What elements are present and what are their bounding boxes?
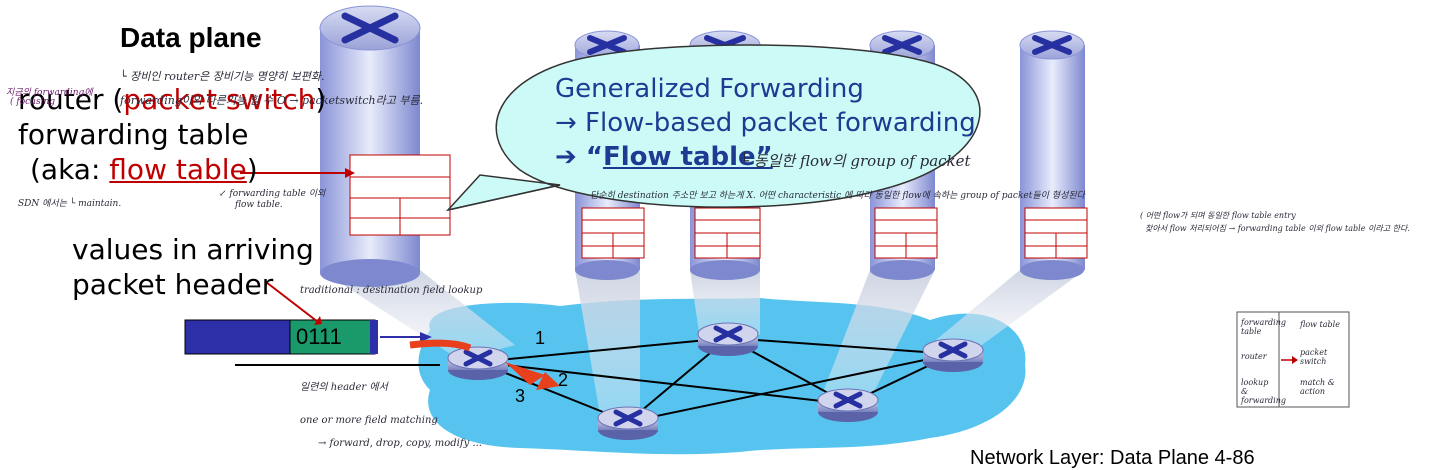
footer-text: Network Layer: Data Plane 4-86	[970, 447, 1255, 469]
router-icon	[922, 338, 984, 372]
hand-note-table2: flow table.	[235, 200, 283, 210]
hand-note-right2: 찾아서 flow 처리되어짐 → forwarding table 이외 flo…	[1145, 224, 1410, 233]
header-value: 0111	[296, 324, 342, 349]
legend-right-2: packet switch	[1300, 348, 1328, 366]
slide-title: Data plane	[120, 22, 262, 53]
router-icon	[817, 388, 879, 422]
values-label-line2: packet header	[72, 268, 274, 301]
legend-left-3: lookup & forwarding	[1241, 378, 1286, 405]
hand-note-bottom2: one or more field matching	[300, 415, 438, 426]
hand-note-bottom3: → forward, drop, copy, modify ...	[318, 438, 482, 449]
hand-note-sdn: SDN 에서는 └ maintain.	[18, 199, 122, 209]
hand-note-long: 단순히 destination 주소만 보고 하는게 X. 어떤 charact…	[590, 191, 1085, 201]
controller-cylinder-5	[1019, 30, 1088, 280]
aka-label: (aka: flow table)	[30, 153, 258, 186]
hand-note-bubble-side: └ 동일한 flow의 group of packet	[740, 152, 971, 170]
hand-note-trad: traditional : destination field lookup	[300, 285, 483, 296]
hand-note-top1: └ 장비인 router은 장비기능 명양히 보편화.	[120, 70, 325, 83]
bubble-line2: → Flow-based packet forwarding	[555, 108, 976, 138]
router-label: router (packet switch)	[18, 83, 327, 116]
router-icon	[447, 346, 509, 380]
legend-left-1: forwarding table	[1241, 318, 1286, 336]
hand-note-left2: ( focusing	[10, 97, 56, 107]
port-label-2: 2	[558, 370, 569, 390]
hand-note-table1: ↙ forwarding table 이외	[219, 189, 326, 199]
router-icon	[597, 406, 659, 440]
legend-left-2: router	[1241, 352, 1267, 361]
bubble-line1: Generalized Forwarding	[555, 74, 864, 104]
values-label-line1: values in arriving	[72, 233, 314, 266]
hand-note-bottom1: 일련의 header 에서	[300, 382, 388, 393]
router-icon	[697, 322, 759, 356]
forwarding-table-label: forwarding table	[18, 118, 249, 151]
legend-right-3: match & action	[1300, 378, 1335, 396]
port-label-3: 3	[515, 386, 526, 406]
port-label-1: 1	[535, 328, 546, 348]
legend-right-1: flow table	[1300, 320, 1340, 329]
hand-note-right1: ( 어떤 flow가 되며 동일한 flow table entry	[1140, 211, 1296, 220]
hand-note-left1: 지금의 forwarding에	[6, 88, 93, 98]
controller-cylinder-main	[319, 5, 451, 287]
network-diagram	[184, 5, 1350, 455]
hand-note-top2: forwarding이외 다른기능 할 수 O → packetswitch라고…	[120, 94, 424, 107]
bubble-line3: ➔ “Flow table”	[555, 142, 773, 172]
